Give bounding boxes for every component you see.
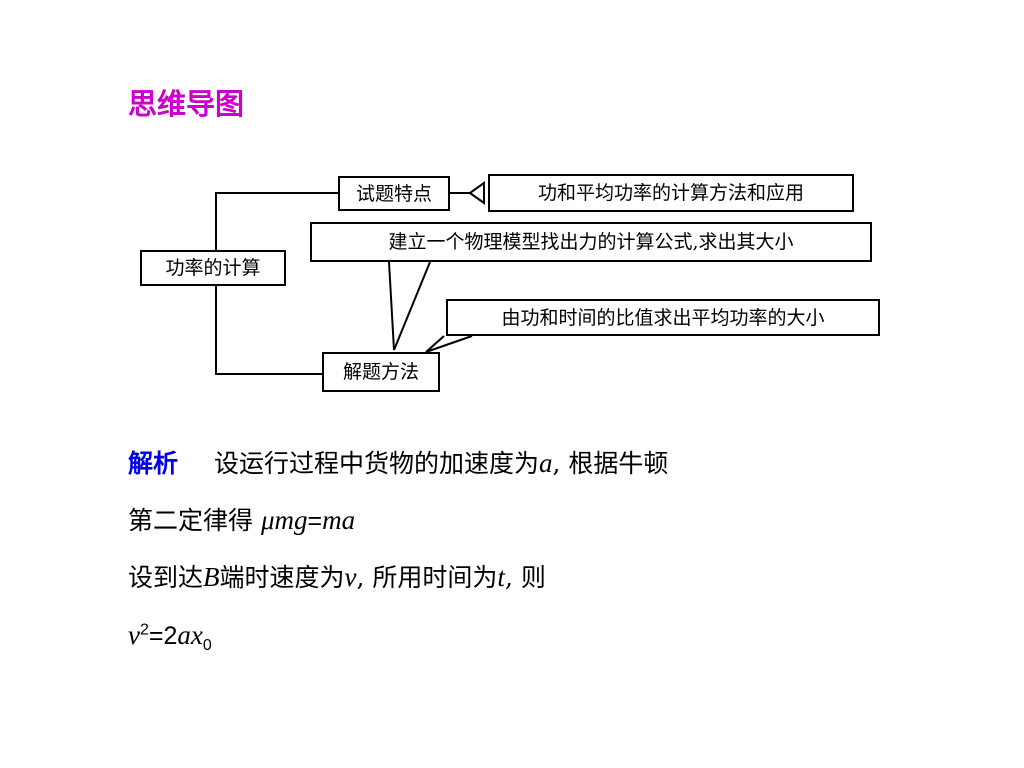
exponent-2: 2 bbox=[139, 621, 149, 639]
mind-map-branch-features: 试题特点 bbox=[338, 176, 450, 211]
var-a: a bbox=[539, 448, 553, 478]
equals-sign: = bbox=[307, 507, 323, 535]
formula-ma: ma bbox=[322, 505, 356, 535]
var-v-squared-base: v bbox=[128, 620, 140, 650]
mind-map-feature-detail: 功和平均功率的计算方法和应用 bbox=[488, 174, 854, 212]
var-B: B bbox=[203, 562, 220, 592]
solution-line-3-part-b: 端时速度为 bbox=[219, 563, 345, 592]
pointer-method-detail-1b bbox=[393, 261, 431, 351]
solution-line-2: 第二定律得 μmg=ma bbox=[128, 505, 355, 536]
connector-root-to-method bbox=[215, 286, 322, 375]
mind-map-root: 功率的计算 bbox=[140, 250, 286, 286]
formula-mg: mg bbox=[274, 505, 308, 535]
method-detail-2-label: 由功和时间的比值求出平均功率的大小 bbox=[501, 306, 825, 329]
pointer-method-detail-1a bbox=[388, 261, 395, 351]
var-mu: μ bbox=[260, 505, 275, 535]
var-t: t bbox=[497, 562, 505, 592]
solution-line-3-part-d: , 则 bbox=[504, 563, 546, 592]
solution-line-1-tail: , 根据牛顿 bbox=[552, 449, 669, 478]
mind-map-method-detail-2: 由功和时间的比值求出平均功率的大小 bbox=[446, 299, 880, 336]
pointer-method-detail-2b bbox=[425, 335, 473, 353]
solution-line-1-text: 设运行过程中货物的加速度为 bbox=[214, 449, 540, 478]
solution-line-1: 解析 设运行过程中货物的加速度为a, 根据牛顿 bbox=[128, 448, 668, 479]
slide-heading: 思维导图 bbox=[128, 87, 245, 121]
mind-map-branch-method: 解题方法 bbox=[322, 352, 440, 392]
var-v: v bbox=[344, 562, 357, 592]
connector-features-to-detail bbox=[450, 181, 485, 205]
equals-two: =2 bbox=[148, 622, 178, 650]
solution-line-4: v2=2ax0 bbox=[128, 620, 212, 654]
branch-method-label: 解题方法 bbox=[342, 361, 419, 383]
connector-root-to-features bbox=[215, 192, 338, 250]
solution-line-3-part-a: 设到达 bbox=[128, 563, 204, 592]
formula-ax: ax bbox=[177, 620, 203, 650]
feature-detail-label: 功和平均功率的计算方法和应用 bbox=[537, 182, 804, 204]
solution-line-2-text: 第二定律得 bbox=[128, 506, 261, 535]
mind-map-root-label: 功率的计算 bbox=[165, 257, 261, 279]
method-detail-1-label: 建立一个物理模型找出力的计算公式,求出其大小 bbox=[388, 231, 794, 253]
subscript-0: 0 bbox=[202, 637, 212, 654]
pointer-method-detail-2a bbox=[425, 335, 445, 353]
solution-line-3: 设到达B端时速度为v, 所用时间为t, 则 bbox=[128, 562, 546, 593]
solution-line-3-part-c: , 所用时间为 bbox=[356, 563, 498, 592]
mind-map-method-detail-1: 建立一个物理模型找出力的计算公式,求出其大小 bbox=[310, 222, 872, 262]
branch-features-label: 试题特点 bbox=[355, 182, 432, 205]
solution-label: 解析 bbox=[128, 449, 179, 478]
